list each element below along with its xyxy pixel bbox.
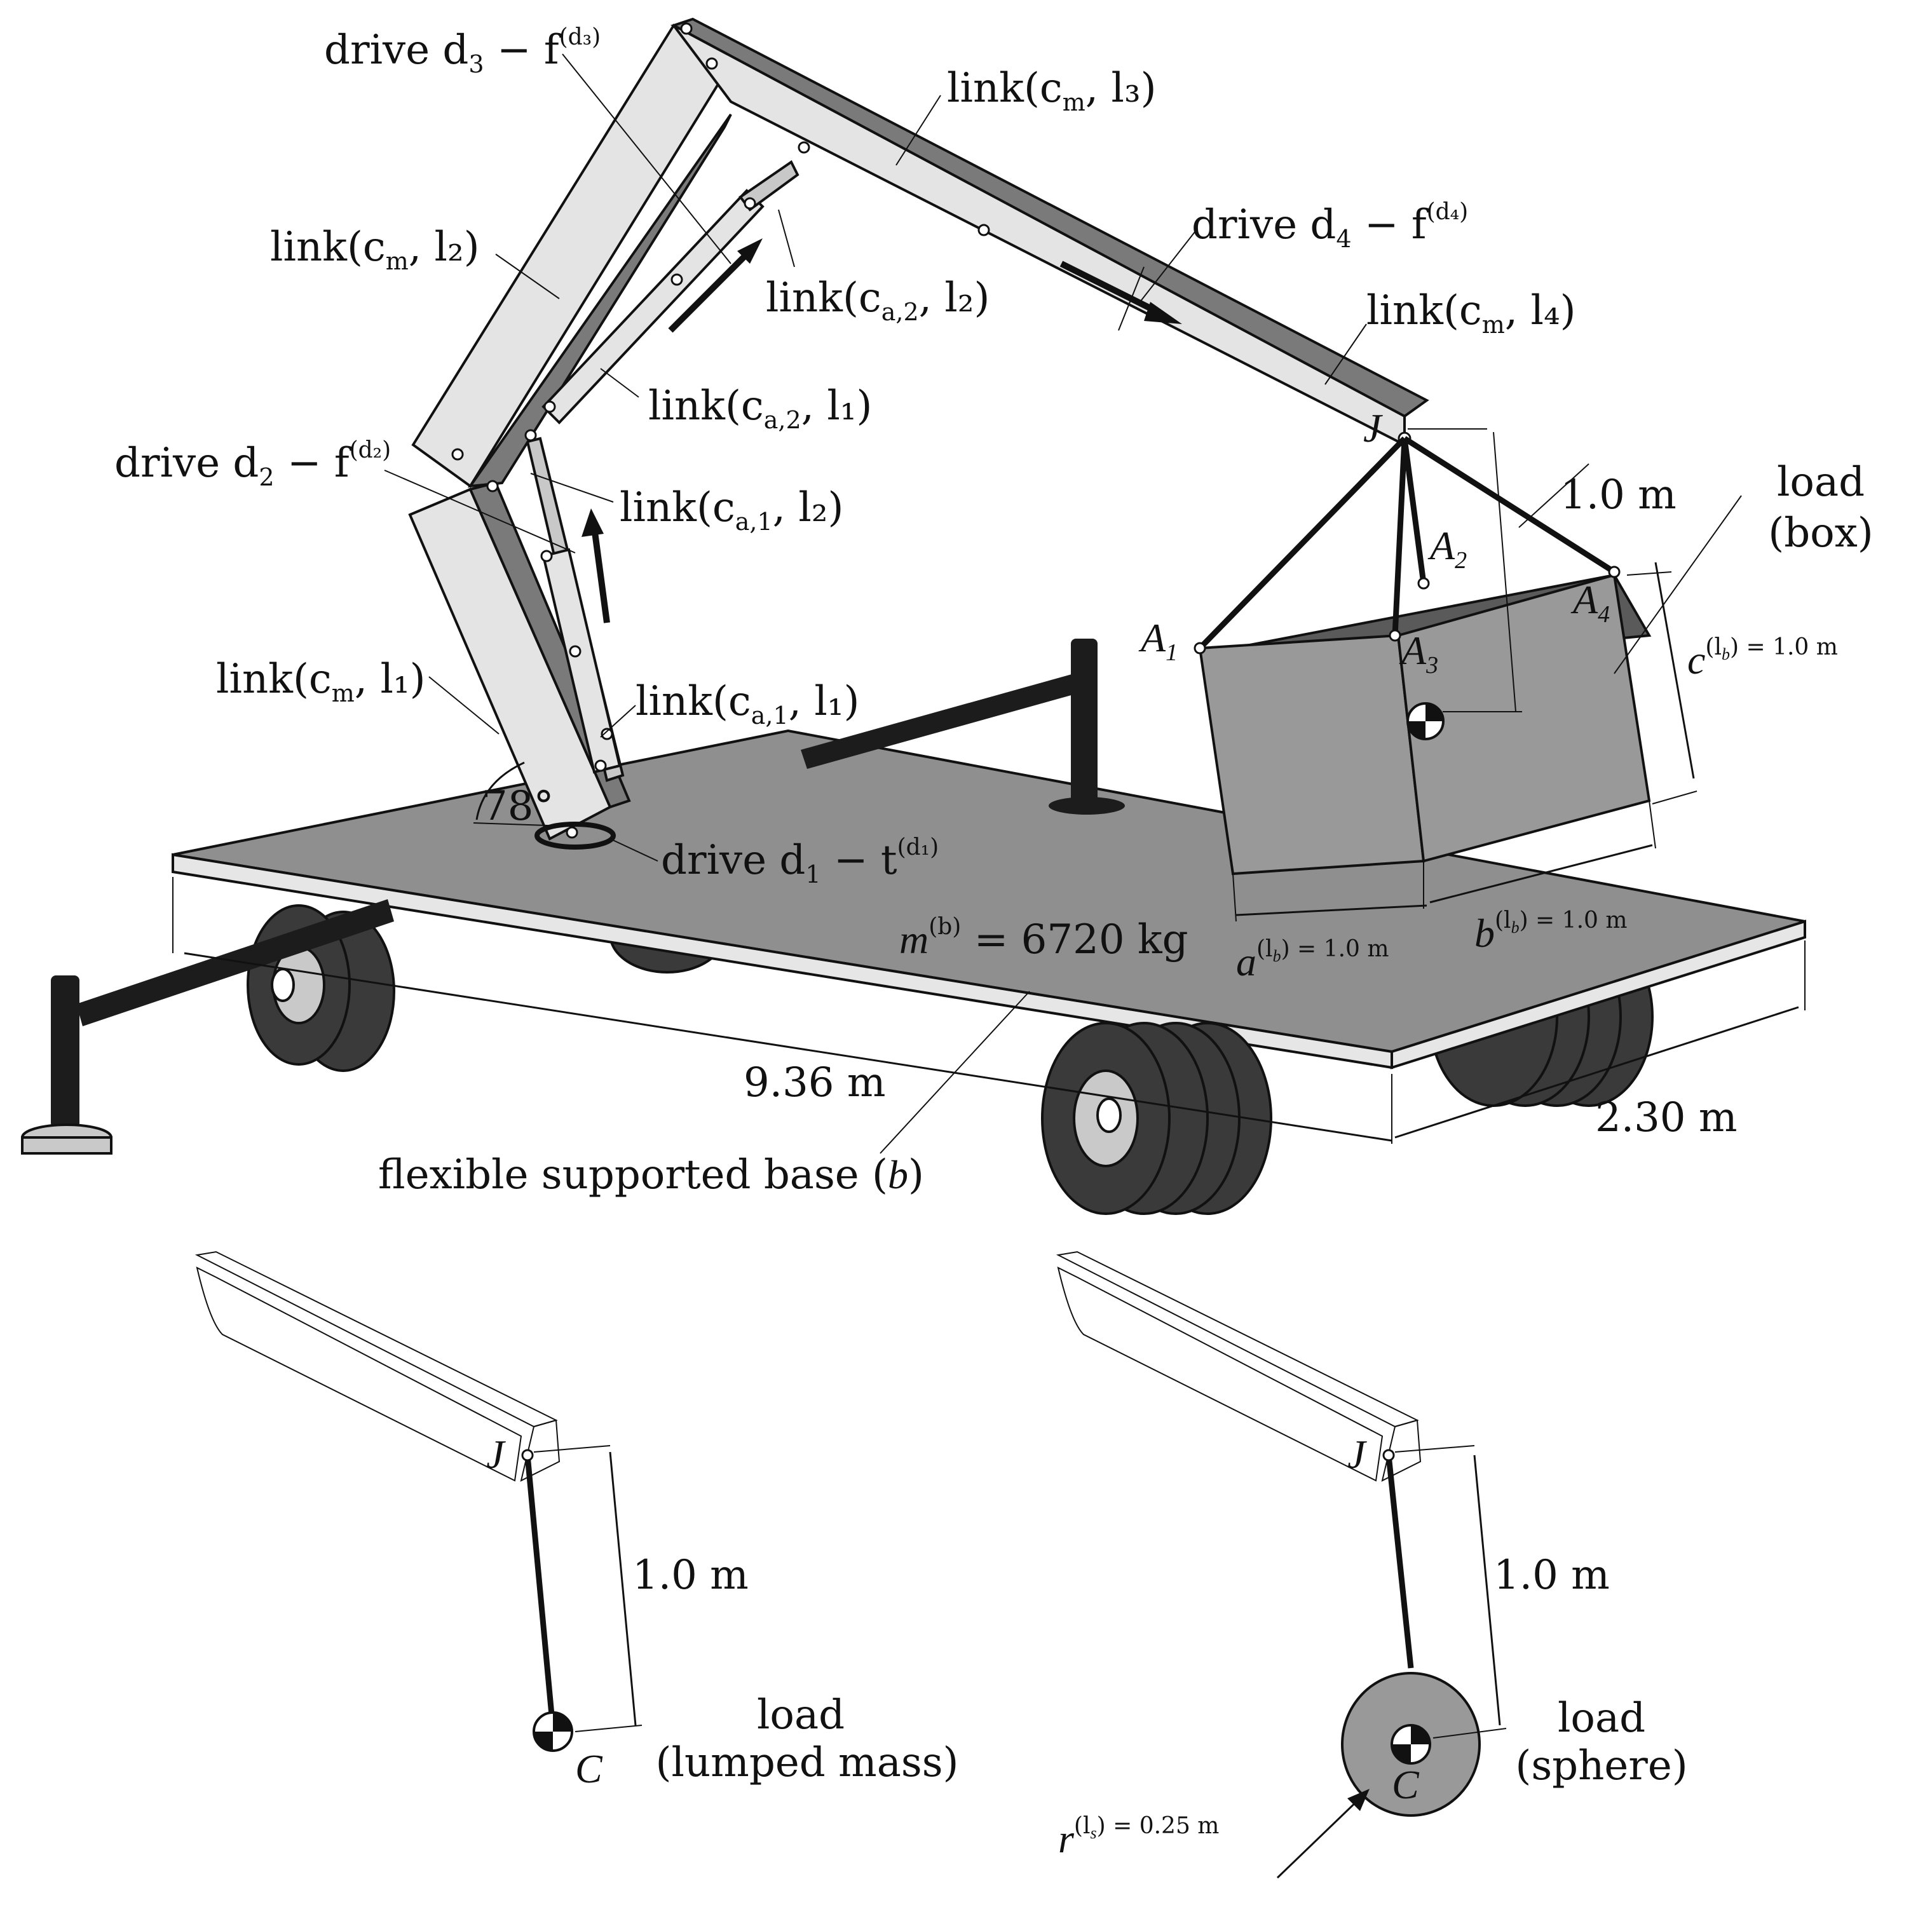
link-ca2-l1 [541,189,765,424]
box-center-of-mass-icon [1406,702,1445,740]
label-load-box-2: (box) [1768,510,1874,557]
drive-d1-ring [534,822,616,850]
link-ca1-l1 [541,548,622,774]
label-J-right: J [1347,1432,1367,1477]
crane-arms [408,17,1429,850]
label-b-lb: b(lb) = 1.0 m [1474,907,1628,956]
outrigger-right [801,639,1125,815]
label-A4: A4 [1570,577,1610,628]
sphere-detail [1056,1251,1507,1879]
text-labels: drive d3 − f(d₃) link(cm, l₃) drive d4 −… [114,24,1874,1861]
label-J: J [1363,405,1383,451]
platform-side-edge [1391,920,1806,1069]
label-link-ca1-l2: link(ca,1, l₂) [620,484,843,536]
sphere-rod [1385,1455,1414,1669]
label-A1: A1 [1138,615,1178,666]
lumped-rod [524,1455,556,1729]
label-angle: 78° [482,783,554,830]
box-dimensions [1232,428,1742,922]
label-a-lb: a(lb) = 1.0 m [1236,936,1389,984]
label-base: flexible supported base (b) [378,1151,924,1198]
force-arrow-d3 [668,238,763,333]
outrigger-left [21,899,394,1155]
label-link-cm-l4: link(cm, l₄) [1366,287,1576,339]
label-load-lumped-2: (lumped mass) [656,1739,959,1786]
label-load-lumped-1: load [757,1692,845,1739]
leader-lines [384,53,1367,862]
label-c-lb: c(lb) = 1.0 m [1687,634,1838,682]
label-J-left: J [486,1432,506,1477]
label-drive-d3: drive d3 − f(d₃) [324,24,601,78]
force-arrow-d2 [582,508,610,623]
label-C-right: C [1392,1762,1420,1807]
label-r-ls: r(ls) = 0.25 m [1058,1813,1219,1861]
label-A3: A3 [1399,628,1438,679]
label-link-ca2-l2: link(ca,2, l₂) [766,275,990,326]
label-box-cable-length: 1.0 m [1560,472,1677,519]
label-drive-d1: drive d1 − t(d₁) [661,834,939,888]
label-A2: A2 [1427,523,1467,574]
label-base-width: 2.30 m [1595,1094,1738,1141]
label-link-cm-l3: link(cm, l₃) [947,65,1157,116]
label-length-right: 1.0 m [1493,1552,1610,1599]
label-drive-d2: drive d2 − f(d₂) [114,437,391,491]
load-box [1194,428,1742,922]
label-length-left: 1.0 m [632,1552,749,1599]
label-link-cm-l2: link(cm, l₂) [270,224,480,275]
label-link-ca1-l1: link(ca,1, l₁) [636,678,859,730]
base-dimensions [172,877,1806,1154]
box-cables [1197,436,1616,651]
force-arrow-d4 [1059,261,1182,324]
label-link-ca2-l1: link(ca,2, l₁) [648,383,872,434]
front-right-wheels [1041,1022,1272,1215]
label-base-length: 9.36 m [744,1059,886,1106]
lumped-mass-detail [194,1251,643,1752]
label-link-cm-l1: link(cm, l₁) [216,656,426,707]
label-load-sphere-2: (sphere) [1515,1742,1687,1789]
box-front [1198,634,1425,876]
label-load-sphere-1: load [1558,1695,1645,1742]
angle-arc [475,761,525,820]
label-C-left: C [575,1746,603,1791]
lumped-center-of-mass-icon [533,1711,573,1752]
label-load-box-1: load [1777,459,1865,506]
label-drive-d4: drive d4 − f(d₄) [1192,199,1468,253]
sphere-center-of-mass-icon [1391,1724,1431,1765]
label-mass: m(b) = 6720 kg [899,914,1188,963]
